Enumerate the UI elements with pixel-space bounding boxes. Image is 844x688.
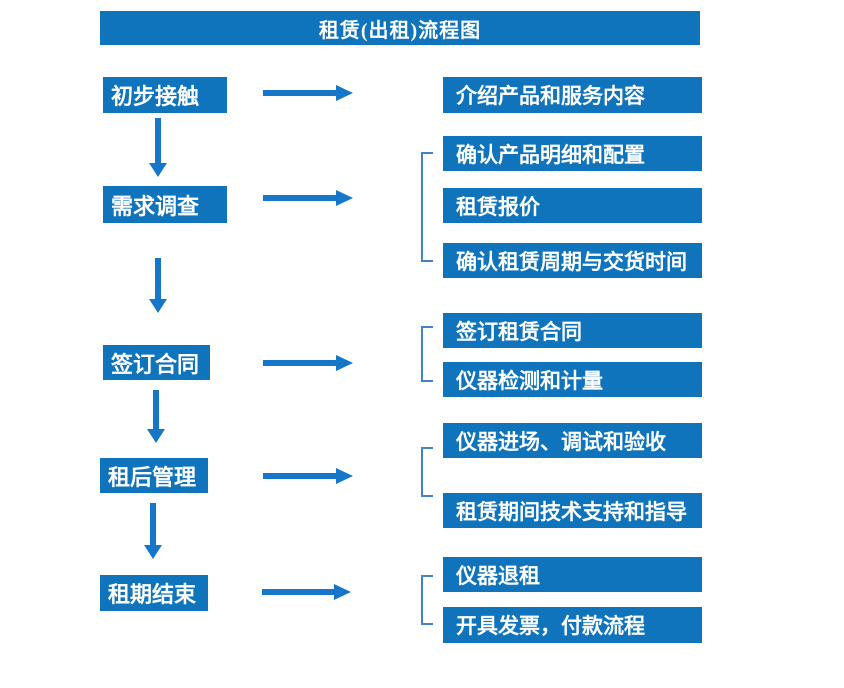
arrow-shaft [263, 195, 336, 201]
detail-label: 仪器进场、调试和验收 [456, 429, 666, 454]
down-arrow-icon [147, 390, 165, 443]
step-box-initial-contact: 初步接触 [103, 77, 227, 113]
down-arrow-icon [149, 258, 167, 313]
detail-box-introduce-products: 介绍产品和服务内容 [443, 77, 702, 113]
arrow-head [336, 85, 353, 101]
right-arrow-icon [262, 584, 351, 600]
arrow-shaft [155, 258, 161, 299]
arrow-head [334, 584, 351, 600]
detail-box-tech-support: 租赁期间技术支持和指导 [443, 493, 702, 528]
arrow-head [336, 355, 353, 371]
page-title: 租赁(出租)流程图 [318, 19, 482, 42]
step-box-rental-end: 租期结束 [100, 575, 208, 611]
group-bracket [421, 152, 433, 262]
arrow-head [149, 163, 167, 177]
detail-label: 仪器退租 [456, 563, 540, 588]
arrow-head [144, 545, 162, 559]
step-box-post-rental-management: 租后管理 [100, 458, 208, 493]
down-arrow-icon [149, 118, 167, 177]
arrow-shaft [150, 503, 156, 545]
arrow-shaft [263, 90, 336, 96]
right-arrow-icon [263, 355, 353, 371]
detail-box-instrument-testing: 仪器检测和计量 [443, 362, 702, 397]
step-box-sign-contract: 签订合同 [103, 345, 210, 380]
detail-box-confirm-product-details: 确认产品明细和配置 [443, 136, 702, 171]
down-arrow-icon [144, 503, 162, 559]
detail-label: 签订租赁合同 [456, 319, 582, 344]
detail-box-instrument-arrival: 仪器进场、调试和验收 [443, 423, 702, 458]
right-arrow-icon [263, 468, 353, 484]
step-label: 签订合同 [111, 351, 200, 377]
right-arrow-icon [263, 190, 353, 206]
detail-label: 租赁期间技术支持和指导 [456, 499, 687, 524]
detail-label: 确认租赁周期与交货时间 [456, 249, 687, 274]
arrow-shaft [153, 390, 159, 429]
group-bracket [421, 447, 433, 497]
detail-box-rental-quote: 租赁报价 [443, 188, 702, 223]
step-label: 租后管理 [108, 464, 197, 490]
detail-box-confirm-rental-period: 确认租赁周期与交货时间 [443, 243, 702, 278]
detail-label: 开具发票，付款流程 [456, 614, 645, 638]
title-bar: 租赁(出租)流程图 [100, 11, 700, 45]
detail-box-invoice-payment: 开具发票，付款流程 [443, 607, 702, 643]
detail-label: 介绍产品和服务内容 [456, 84, 645, 108]
detail-label: 确认产品明细和配置 [456, 142, 645, 167]
arrow-shaft [263, 473, 336, 479]
step-label: 租期结束 [108, 582, 197, 607]
detail-label: 仪器检测和计量 [456, 368, 603, 393]
right-arrow-icon [263, 85, 353, 101]
arrow-head [149, 299, 167, 313]
arrow-shaft [262, 589, 334, 595]
arrow-head [336, 190, 353, 206]
arrow-head [336, 468, 353, 484]
step-box-demand-survey: 需求调查 [103, 186, 227, 223]
step-label: 需求调查 [111, 193, 200, 219]
step-label: 初步接触 [111, 84, 200, 109]
detail-box-sign-rental-contract: 签订租赁合同 [443, 313, 702, 348]
group-bracket [421, 575, 433, 625]
group-bracket [421, 326, 433, 382]
arrow-shaft [155, 118, 161, 163]
arrow-shaft [263, 360, 336, 366]
detail-box-instrument-return: 仪器退租 [443, 557, 702, 592]
arrow-head [147, 429, 165, 443]
detail-label: 租赁报价 [456, 194, 540, 219]
